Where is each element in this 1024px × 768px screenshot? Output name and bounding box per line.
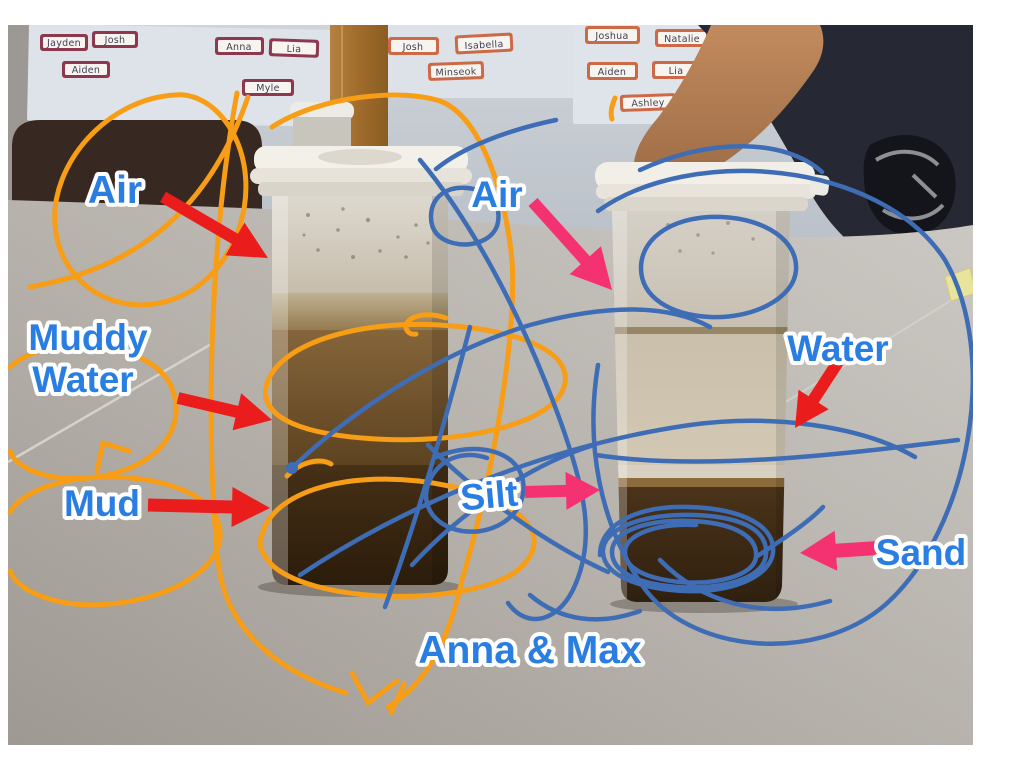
name-tag: Isabella: [454, 32, 514, 55]
name-tag-text: Jayden: [46, 38, 81, 49]
shirt-graphic-detail: [874, 149, 945, 221]
name-tag-text: Josh: [402, 42, 424, 53]
left-jar-body: [272, 196, 448, 585]
name-tag: Aiden: [62, 61, 110, 78]
arrow-silt: [524, 471, 600, 510]
label-air-left: Air: [88, 169, 142, 212]
right-jar-lid: [595, 162, 830, 211]
name-tag: Aiden: [587, 62, 638, 80]
orange-pen-scribbles: [8, 90, 618, 716]
photo-area: Jayden Josh Aiden Anna Lia Myle: [8, 25, 973, 745]
name-tag: Josh: [388, 37, 439, 55]
arrow-mud: [147, 487, 270, 527]
arrow-sand: [800, 530, 879, 571]
name-tag: Anna: [215, 37, 264, 55]
name-tag-text: Isabella: [464, 39, 503, 52]
name-tag: Jayden: [40, 34, 88, 51]
name-tag: Joshua: [585, 26, 640, 44]
chair-back: [12, 120, 262, 220]
label-silt: Silt: [459, 473, 520, 519]
blue-pen-scribbles: [286, 117, 973, 646]
name-tag: Josh: [92, 31, 138, 48]
label-water-left: Water: [32, 359, 133, 400]
name-tag: Ashley: [619, 93, 677, 112]
name-tag-text: Aiden: [72, 65, 101, 76]
student-arm: [633, 25, 824, 189]
name-tag: Minseok: [427, 61, 485, 81]
arrow-water: [795, 358, 843, 428]
label-muddy: Muddy: [28, 317, 148, 358]
annotation-arrows: [147, 191, 879, 571]
name-tag: Lia: [268, 38, 320, 58]
left-jar-speckles: [302, 207, 430, 259]
photo-svg: Jayden Josh Aiden Anna Lia Myle: [8, 25, 973, 745]
label-water-right: Water: [787, 328, 888, 369]
name-tag-text: Natalie: [664, 34, 700, 45]
table-seam-left: [8, 341, 214, 464]
name-tag-text: Aiden: [598, 67, 627, 78]
name-tag-text: Lia: [286, 44, 301, 56]
label-sand: Sand: [876, 532, 966, 573]
small-cup-rim: [290, 102, 354, 120]
right-jar-speckles: [666, 221, 755, 255]
name-tag-text: Myle: [256, 83, 280, 94]
left-jar-lid: [250, 146, 472, 196]
arrow-muddy-water: [176, 392, 272, 431]
name-tag: Natalie: [655, 29, 709, 47]
name-tag-text: Joshua: [594, 31, 628, 42]
name-tag-text: Lia: [669, 66, 684, 77]
name-tag: Myle: [242, 79, 294, 96]
name-tag-text: Josh: [104, 35, 126, 46]
label-air-right: Air: [471, 174, 522, 215]
arrow-air-right: [528, 198, 612, 290]
name-tag-text: Minseok: [435, 66, 477, 78]
label-team-names: Anna & Max: [418, 629, 642, 672]
arrow-air-left: [160, 191, 268, 258]
name-tag-text: Anna: [226, 42, 252, 53]
label-mud: Mud: [64, 483, 140, 524]
name-tag-text: Ashley: [631, 97, 665, 109]
